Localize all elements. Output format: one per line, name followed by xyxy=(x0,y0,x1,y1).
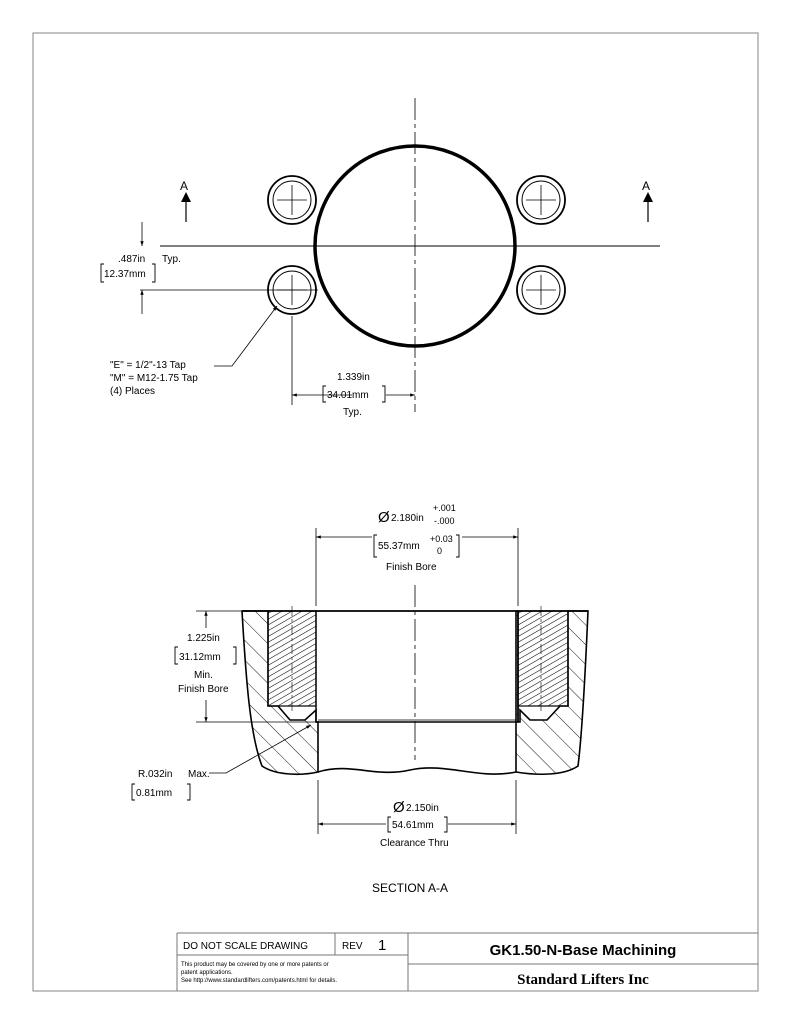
spacing-dim-typ: Typ. xyxy=(343,407,362,418)
offset-dim-mm: 12.37mm xyxy=(104,269,146,280)
clear-note: Clearance Thru xyxy=(380,838,449,849)
radius-callout: R.032in Max. 0.81mm xyxy=(131,724,312,801)
clear-dia-in: 2.150in xyxy=(406,803,439,814)
radius-dim-in: R.032in xyxy=(138,769,172,780)
bore-tol-plus-mm: +0.03 xyxy=(430,534,453,544)
tap-note-line2: "M" = M12-1.75 Tap xyxy=(110,373,198,384)
company-name: Standard Lifters Inc xyxy=(517,972,649,988)
tapped-hole-top-left xyxy=(267,175,317,225)
do-not-scale: DO NOT SCALE DRAWING xyxy=(183,941,308,952)
section-view: Ø 2.180in +.001 -.000 55.37mm +0.03 0 Fi… xyxy=(131,503,589,895)
clearance-dimension: Ø 2.150in 54.61mm Clearance Thru xyxy=(317,780,517,849)
plan-view: A A .487in Typ. 12.37mm "E" = 1/2"-13 Ta… xyxy=(100,98,660,418)
depth-dim-mm: 31.12mm xyxy=(179,652,221,663)
section-label: SECTION A-A xyxy=(372,881,448,895)
tapped-hole-bottom-left xyxy=(267,265,317,315)
depth-note-line2: Finish Bore xyxy=(178,684,229,695)
break-line xyxy=(317,767,517,775)
bore-dia-symbol: Ø xyxy=(378,509,390,526)
sheet-border xyxy=(32,32,759,992)
radius-note: Max. xyxy=(188,769,210,780)
bore-tol-minus-mm: 0 xyxy=(437,546,442,556)
bore-diameter-dimension: Ø 2.180in +.001 -.000 55.37mm +0.03 0 Fi… xyxy=(315,503,519,606)
tap-note-line1: "E" = 1/2"-13 Tap xyxy=(110,360,186,371)
rev-label: REV xyxy=(342,941,363,952)
thread-right xyxy=(517,610,569,707)
bore-dia-mm: 55.37mm xyxy=(378,541,420,552)
section-marker-left: A xyxy=(180,179,188,193)
section-arrow-left: A xyxy=(180,179,191,222)
rev-value: 1 xyxy=(378,937,386,954)
tapped-hole-top-right xyxy=(516,175,566,225)
offset-dimension: .487in Typ. 12.37mm xyxy=(100,222,181,314)
spacing-dimension: 1.339in 34.01mm Typ. xyxy=(291,316,415,418)
tapped-hole-bottom-right xyxy=(516,265,566,315)
bore-dia-in: 2.180in xyxy=(391,513,424,524)
depth-dim-in: 1.225in xyxy=(187,633,220,644)
depth-dimension: 1.225in 31.12mm Min. Finish Bore xyxy=(174,610,316,723)
depth-note-line1: Min. xyxy=(194,670,213,681)
offset-dim-typ: Typ. xyxy=(162,254,181,265)
section-arrow-right: A xyxy=(642,179,653,222)
patent-line1: This product may be covered by one or mo… xyxy=(181,962,329,968)
main-bore-circle xyxy=(313,144,517,348)
clear-dia-symbol: Ø xyxy=(393,799,405,816)
bore-tol-plus-in: +.001 xyxy=(433,503,456,513)
bore-note: Finish Bore xyxy=(386,562,437,573)
part-title: GK1.50-N-Base Machining xyxy=(490,942,677,959)
section-body-left xyxy=(241,610,319,776)
title-block: DO NOT SCALE DRAWING REV 1 This product … xyxy=(176,932,758,991)
radius-dim-mm: 0.81mm xyxy=(136,788,172,799)
bore-tol-minus-in: -.000 xyxy=(434,516,455,526)
spacing-dim-mm: 34.01mm xyxy=(327,390,369,401)
patent-line3: See http://www.standardlifters.com/paten… xyxy=(181,978,337,984)
section-body-right xyxy=(515,610,589,776)
clear-dia-mm: 54.61mm xyxy=(392,820,434,831)
tap-note: "E" = 1/2"-13 Tap "M" = M12-1.75 Tap (4)… xyxy=(110,305,278,397)
spacing-dim-in: 1.339in xyxy=(337,372,370,383)
offset-dim-in: .487in xyxy=(118,254,145,265)
tap-note-line3: (4) Places xyxy=(110,386,155,397)
patent-line2: patent applications. xyxy=(181,970,233,976)
section-marker-right: A xyxy=(642,179,650,193)
